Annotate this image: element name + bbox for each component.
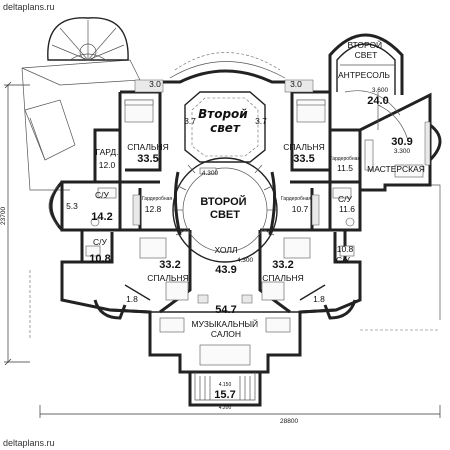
area-corner-sw: 1.8 [126,294,138,304]
level-balcony-bottom: 4.200 [219,405,232,411]
level-workshop: 3.300 [394,148,411,155]
label-dressing-left: ГАРД. [96,147,119,157]
corner-bays [93,299,357,320]
turret-roof-left [47,17,129,61]
hatched-blocks [132,79,320,304]
area-balcony-bottom: 15.7 [214,389,235,401]
label-bath-right: С/У [338,194,353,204]
area-bedroom-sw: 33.2 [159,259,180,271]
area-bedroom-ne: 33.5 [293,153,314,165]
furniture [85,99,424,366]
label-bedroom-ne: СПАЛЬНЯ [283,142,325,152]
area-wing-right: 3.0 [290,79,302,89]
area-dressing-left: 12.0 [99,160,116,170]
label-second-light-center: ВТОРОЙ СВЕТ [200,195,249,221]
level-balcony-top: 4.150 [219,382,232,388]
octagon-second-light-top [184,91,266,163]
area-corner-se: 1.8 [313,294,325,304]
area-hall: 43.9 [215,264,236,276]
area-col-left: 3.7 [184,116,196,126]
label-second-light-tower: ВТОРОЙ СВЕТ [347,39,384,60]
area-music-salon: 54.7 [215,304,236,316]
dimension-horizontal: 28800 [39,405,441,425]
area-bath-right: 11.6 [339,204,355,214]
area-antresol: 24.0 [367,95,388,107]
area-bedroom-nw: 33.5 [137,153,158,165]
label-antresol: АНТРЕСОЛЬ [338,70,390,80]
workshop-bay [424,121,442,166]
area-bath-sw: 10.8 [89,253,110,265]
label-hall: ХОЛЛ [214,245,237,255]
dimension-vertical: 23700 [0,81,30,366]
label-bath-sw: С/У [93,237,108,247]
label-bedroom-se: СПАЛЬНЯ [262,273,304,283]
label-dressing-right: Гардеробная [330,156,361,162]
label-wardrobe-center-right: Гардеробная [281,196,312,202]
label-wardrobe-center-left: Гардеробная [142,196,173,202]
tower-right [328,33,409,141]
room-labels: ВТОРОЙ СВЕТ АНТРЕСОЛЬ 3.600 24.0 30.9 3.… [66,39,425,411]
label-workshop: МАСТЕРСКАЯ [367,164,425,174]
exterior-walls [60,69,432,374]
area-bath-left: 14.2 [91,211,112,223]
label-music-salon: МУЗЫКАЛЬНЫЙ САЛОН [191,318,260,339]
watermark-top: deltaplans.ru [3,2,55,12]
dimension-horizontal-label: 28800 [280,418,298,425]
balcony-left [48,180,64,232]
area-bedroom-se: 33.2 [272,259,293,271]
area-bath-se: 10.8 [337,244,354,254]
area-workshop: 30.9 [391,136,412,148]
area-wardrobe-center-right: 10.7 [292,204,309,214]
label-bedroom-nw: СПАЛЬНЯ [127,142,169,152]
round-stair-hall [172,157,278,263]
level-antresol: 3.600 [372,87,389,94]
level-stair-center: 4.300 [202,170,219,177]
label-vtoroy-svet-italic: Второй свет [198,107,252,135]
balcony-bottom [188,372,262,407]
label-bath-se: С/У [336,255,351,265]
area-balcony-left: 5.3 [66,201,78,211]
area-wing-left: 3.0 [149,79,161,89]
area-col-right: 3.7 [255,116,267,126]
watermark-bottom: deltaplans.ru [3,438,55,448]
dimension-vertical-label: 23700 [0,207,7,225]
label-bath-left: С/У [95,190,110,200]
area-wardrobe-center-left: 12.8 [145,204,162,214]
label-bedroom-sw: СПАЛЬНЯ [147,273,189,283]
level-hall: 4.300 [237,257,254,264]
area-dressing-right: 11.5 [337,163,353,173]
